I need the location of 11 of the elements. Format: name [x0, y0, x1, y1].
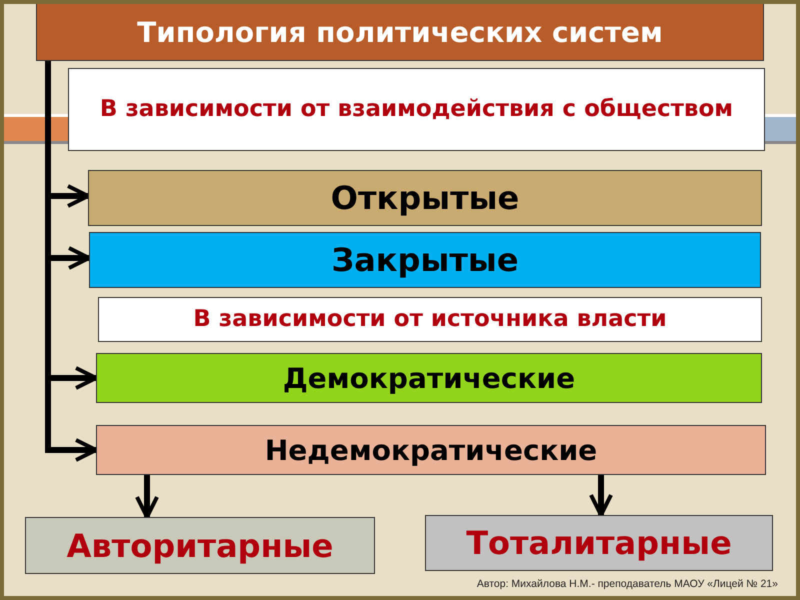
category-box: Демократические [96, 353, 762, 403]
category-box: Открытые [88, 170, 762, 226]
category-box: Авторитарные [25, 517, 375, 574]
arrow [135, 475, 159, 519]
category-box: В зависимости от взаимодействия с обществом [68, 68, 765, 151]
arrow [589, 475, 613, 517]
category-box: В зависимости от источника власти [98, 297, 762, 342]
category-box: Закрытые [89, 232, 761, 288]
category-box: Тоталитарные [425, 515, 773, 571]
category-box: Недемократические [96, 425, 766, 475]
title-box: Типология политических систем [36, 4, 764, 61]
